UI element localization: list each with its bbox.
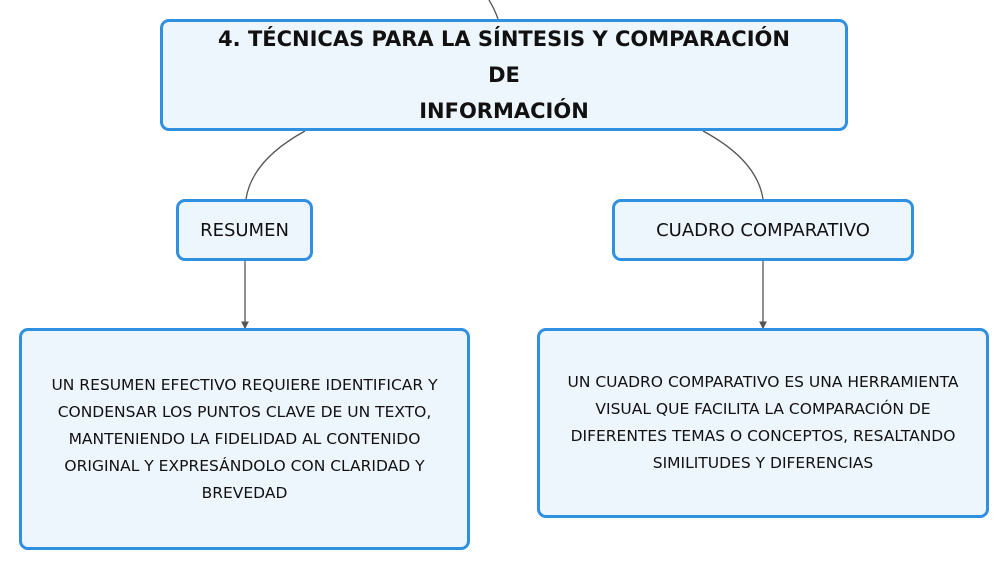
detail-text-resumen: UN RESUMEN EFECTIVO REQUIERE IDENTIFICAR… [51,375,438,502]
topic-node-cuadro-comparativo[interactable]: CUADRO COMPARATIVO [612,199,914,261]
central-topic-text: 4. TÉCNICAS PARA LA SÍNTESIS Y COMPARACI… [203,21,805,129]
connector-root-to-cuadro [702,130,764,200]
detail-node-resumen[interactable]: UN RESUMEN EFECTIVO REQUIERE IDENTIFICAR… [19,328,470,550]
detail-text-cuadro-comparativo: UN CUADRO COMPARATIVO ES UNA HERRAMIENTA… [567,373,959,472]
central-topic-line-2: INFORMACIÓN [419,99,589,123]
connector-root-to-resumen [245,130,306,200]
detail-node-cuadro-comparativo[interactable]: UN CUADRO COMPARATIVO ES UNA HERRAMIENTA… [537,328,989,518]
central-topic-node[interactable]: 4. TÉCNICAS PARA LA SÍNTESIS Y COMPARACI… [160,19,848,131]
topic-label-cuadro-comparativo: CUADRO COMPARATIVO [656,219,870,241]
topic-node-resumen[interactable]: RESUMEN [176,199,313,261]
connector-parent-to-root [488,0,499,20]
central-topic-line-1: 4. TÉCNICAS PARA LA SÍNTESIS Y COMPARACI… [218,27,790,87]
topic-label-resumen: RESUMEN [200,219,289,241]
